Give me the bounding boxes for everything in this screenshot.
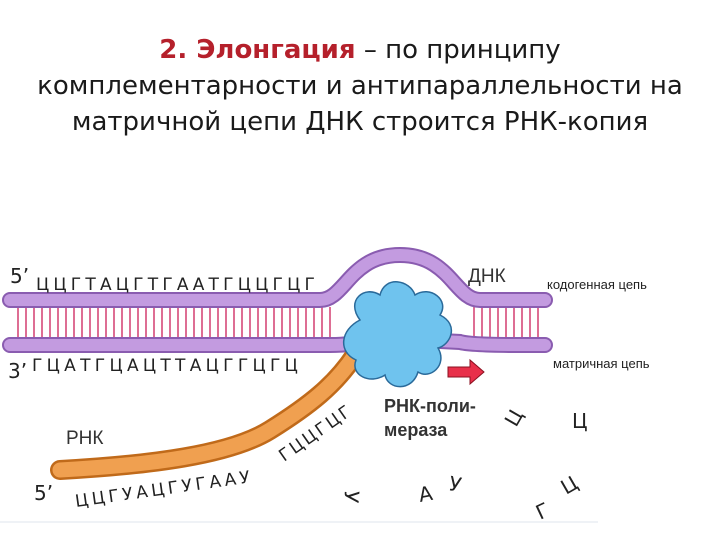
top-strand-5prime-label: 5’ bbox=[10, 264, 29, 288]
free-nucleotides: У А У Ц Ц Г Ц bbox=[339, 405, 588, 524]
direction-arrow bbox=[447, 358, 485, 386]
template-strand-label: матричная цепь bbox=[553, 356, 650, 371]
title-text: – по принципу комплементарности и антипа… bbox=[37, 35, 683, 137]
free-nucleotide: Ц bbox=[500, 405, 529, 430]
dna-label: ДНК bbox=[468, 266, 506, 287]
rna-5prime-label: 5’ bbox=[34, 481, 53, 505]
free-nucleotide: Г bbox=[532, 498, 553, 525]
free-nucleotide: У bbox=[447, 471, 463, 497]
free-nucleotide: Ц bbox=[572, 409, 588, 433]
rna-polymerase-blob bbox=[342, 281, 453, 388]
top-strand-sequence: ЦЦГТАЦГТГААТГЦЦГЦГ bbox=[36, 275, 319, 295]
bottom-strand-3prime-label: 3’ bbox=[8, 359, 27, 383]
title-highlight: 2. Элонгация bbox=[159, 35, 356, 65]
polymerase-label-line2: мераза bbox=[384, 420, 448, 440]
coding-strand-label: кодогенная цепь bbox=[547, 277, 647, 292]
bottom-strand-sequence: ГЦАТГЦАЦТТАЦГГЦГЦ bbox=[32, 356, 302, 376]
free-nucleotide: Ц bbox=[557, 471, 582, 500]
slide-title: 2. Элонгация – по принципу комплементарн… bbox=[20, 32, 700, 140]
rna-label: РНК bbox=[66, 428, 103, 449]
free-nucleotide: А bbox=[417, 481, 435, 507]
base-pair-rungs bbox=[17, 307, 539, 338]
free-nucleotide: У bbox=[339, 490, 364, 504]
polymerase-label-line1: РНК-поли- bbox=[384, 396, 476, 416]
